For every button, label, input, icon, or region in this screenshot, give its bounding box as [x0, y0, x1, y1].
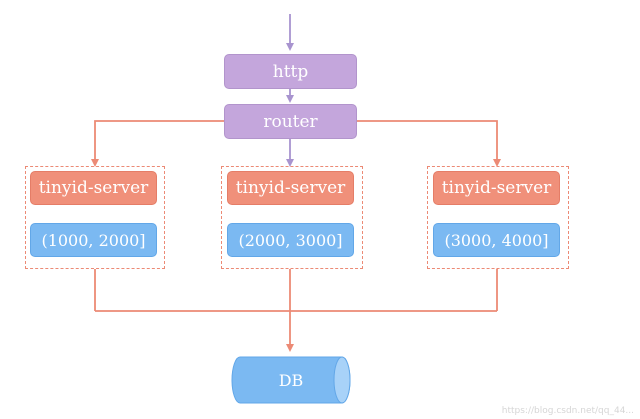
id-range-node-1: (1000, 2000]	[30, 223, 157, 257]
id-range-node-2: (2000, 3000]	[227, 223, 354, 257]
router-to-server-3-arrow	[357, 120, 501, 167]
server-group-3	[427, 166, 569, 269]
server-group-1	[25, 166, 165, 269]
tinyid-server-node-3: tinyid-server	[433, 171, 560, 205]
db-cylinder	[231, 356, 351, 404]
watermark: https://blog.csdn.net/qq_44...	[501, 406, 634, 416]
router-node: router	[224, 104, 357, 139]
server-group-2	[221, 166, 363, 269]
tinyid-server-node-1: tinyid-server	[30, 171, 157, 205]
id-range-node-3: (3000, 4000]	[433, 223, 560, 257]
db-label: DB	[278, 370, 304, 390]
http-node: http	[224, 54, 357, 89]
router-to-server-1-arrow	[91, 120, 224, 167]
tinyid-server-node-2: tinyid-server	[227, 171, 354, 205]
